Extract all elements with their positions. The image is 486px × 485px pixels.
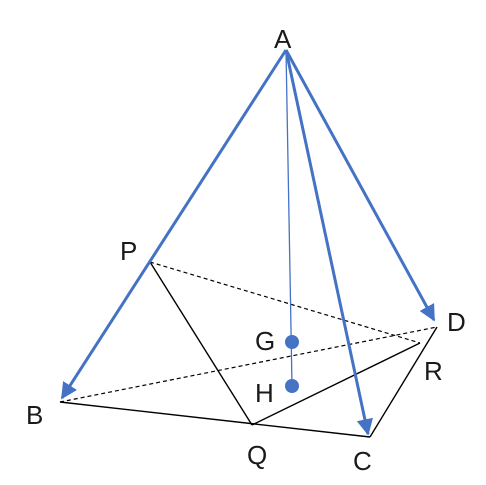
label-R: R — [424, 356, 443, 386]
vector-AD-arrow — [284, 49, 436, 322]
hidden-edge-BD — [59, 326, 438, 403]
label-P: P — [120, 236, 137, 266]
label-B: B — [26, 400, 43, 430]
label-Q: Q — [247, 440, 267, 470]
hidden-edge-PR — [149, 261, 421, 344]
label-D: D — [447, 307, 466, 337]
segment-AH — [285, 49, 293, 386]
label-C: C — [353, 446, 372, 476]
edge-BC — [59, 401, 371, 438]
point-H-dot — [285, 379, 299, 393]
label-A: A — [274, 24, 292, 54]
edge-PQ — [149, 261, 253, 426]
label-H: H — [255, 378, 274, 408]
edge-CD — [369, 326, 438, 438]
label-G: G — [255, 326, 275, 356]
point-G-dot — [285, 335, 299, 349]
vector-AB-arrow — [60, 49, 288, 400]
edge-QR — [251, 342, 421, 426]
vector-AC-arrow — [284, 49, 373, 436]
